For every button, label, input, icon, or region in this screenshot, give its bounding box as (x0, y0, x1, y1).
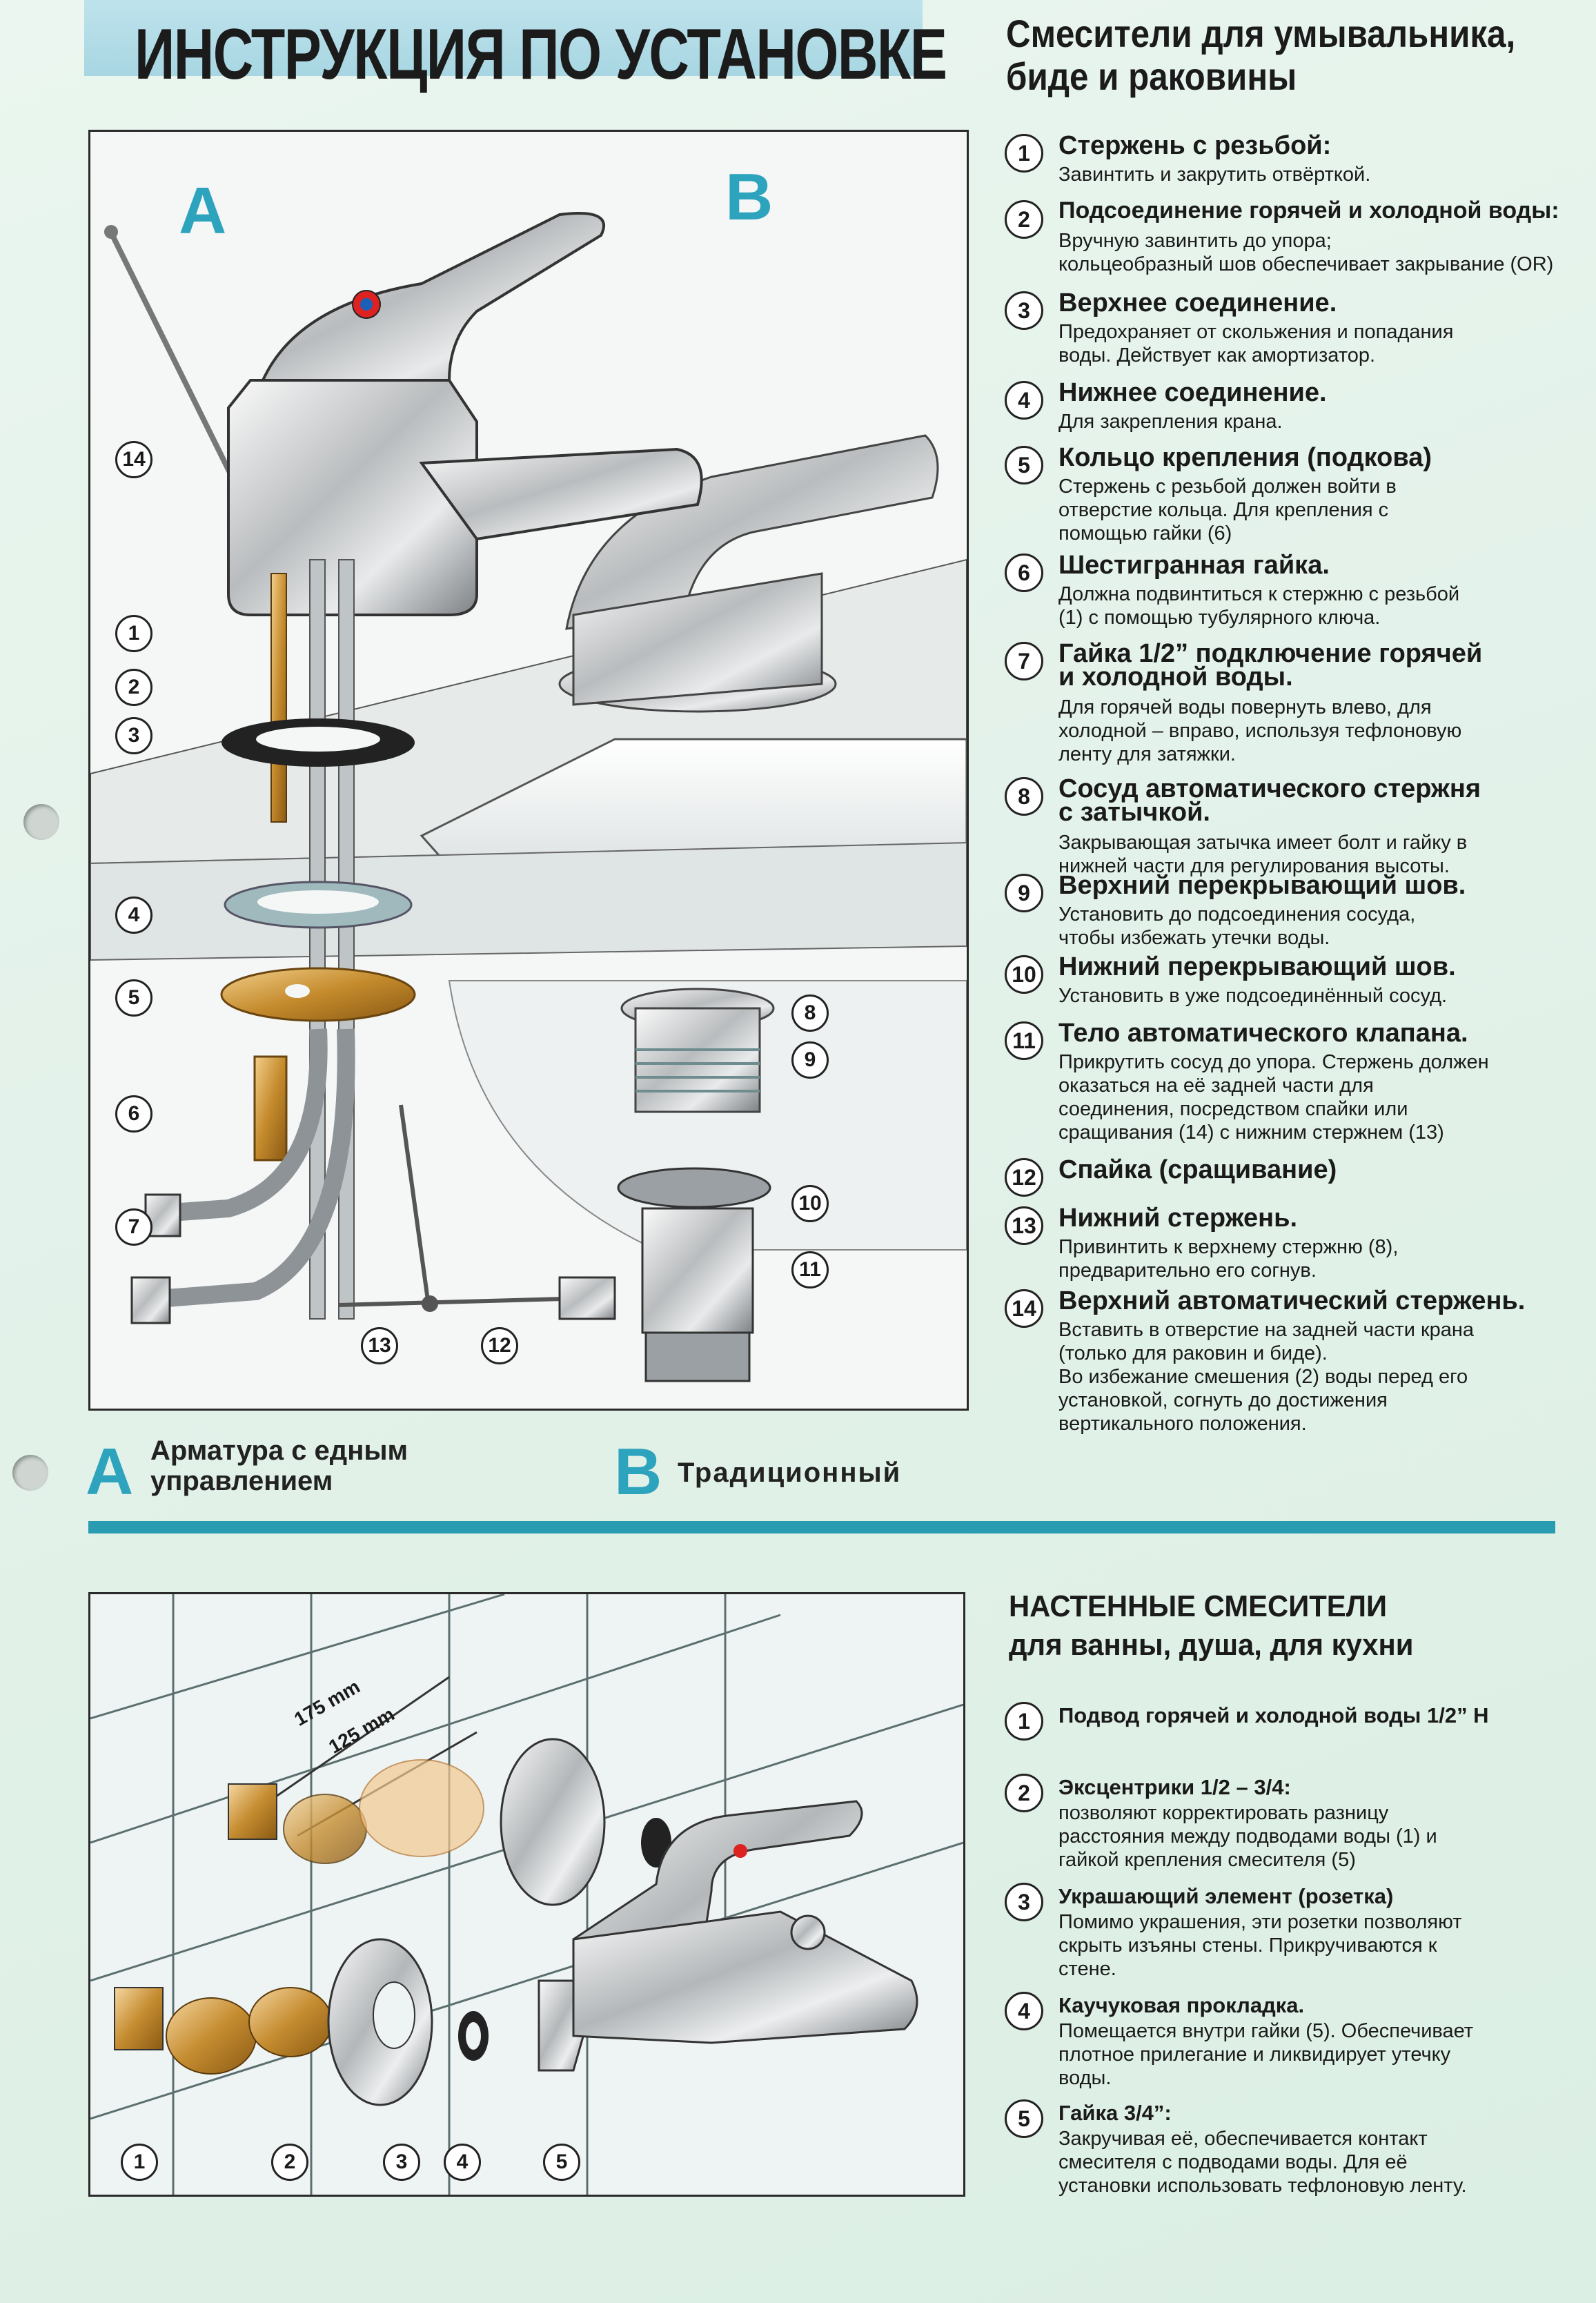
faucet-drawing (90, 212, 967, 1382)
callout-1: 1 (115, 615, 152, 652)
callout-2: 2 (115, 669, 152, 706)
callout-w1: 1 (121, 2144, 158, 2181)
section-title-basin: Смесители для умывальника, биде и ракови… (1006, 12, 1516, 98)
callout-4: 4 (115, 896, 152, 934)
callout-11: 11 (791, 1251, 829, 1288)
callout-14: 14 (115, 441, 152, 478)
title-banner (84, 0, 923, 76)
lower-seal-10 (617, 1167, 771, 1208)
wall-mixer-illustration: 175 mm 125 mm 1 2 3 4 5 (88, 1592, 965, 2197)
hex-nut-6 (253, 1055, 288, 1162)
callout-3: 3 (115, 717, 152, 754)
horseshoe-ring-5 (220, 967, 416, 1022)
callout-7: 7 (115, 1208, 152, 1246)
binder-hole (12, 1455, 48, 1491)
section-title-wall: НАСТЕННЫЕ СМЕСИТЕЛИ для ванны, душа, для… (1009, 1589, 1414, 1662)
section-divider (88, 1521, 1555, 1533)
legend-a-text: Арматура с едным управлением (150, 1435, 408, 1496)
variant-b-label: B (725, 160, 774, 234)
legend-b-letter: B (614, 1435, 662, 1509)
callout-12: 12 (481, 1327, 518, 1364)
callout-9: 9 (791, 1041, 829, 1079)
callout-w2: 2 (271, 2144, 308, 2181)
legend-a-letter: A (86, 1435, 134, 1509)
wall-mixer-drawing (90, 1594, 963, 2195)
callout-w4: 4 (444, 2144, 481, 2181)
callout-w5: 5 (543, 2144, 580, 2181)
callout-6: 6 (115, 1095, 152, 1133)
callout-10: 10 (791, 1185, 829, 1222)
page-title: ИНСТРУКЦИЯ ПО УСТАНОВКЕ (135, 14, 947, 95)
callout-13: 13 (361, 1327, 398, 1364)
valve-body-11 (641, 1207, 754, 1334)
basin-faucet-illustration: A B (88, 130, 969, 1411)
rod-14 (110, 234, 242, 492)
binder-hole (23, 804, 59, 840)
callout-8: 8 (791, 994, 829, 1032)
callout-5: 5 (115, 979, 152, 1017)
legend-b-text: Традиционный (678, 1458, 902, 1488)
variant-a-label: A (179, 174, 227, 248)
callout-w3: 3 (383, 2144, 420, 2181)
